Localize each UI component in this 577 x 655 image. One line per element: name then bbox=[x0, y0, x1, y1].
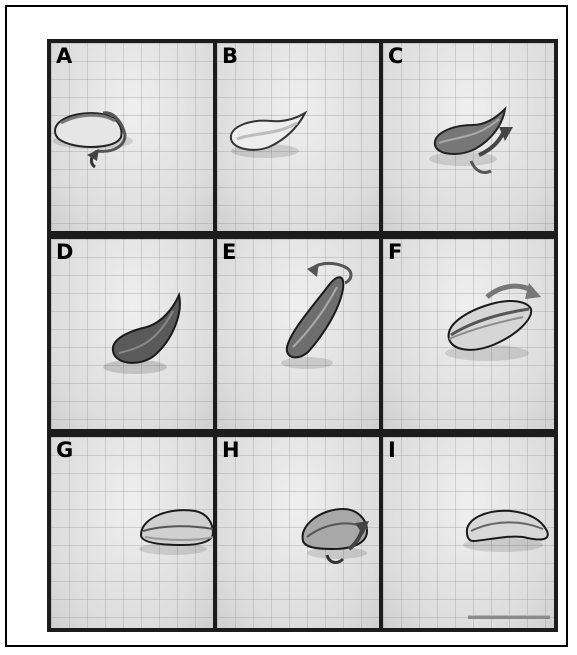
panel-c: C bbox=[383, 43, 554, 231]
panel-h-label: H bbox=[222, 440, 240, 461]
panel-a-illustration bbox=[51, 43, 213, 231]
panel-g-illustration bbox=[51, 437, 213, 628]
scale-bar bbox=[468, 615, 550, 619]
panel-g-label: G bbox=[56, 440, 73, 461]
panel-f-illustration bbox=[383, 239, 554, 429]
panel-g: G bbox=[51, 437, 213, 628]
panel-a-label: A bbox=[56, 46, 72, 67]
panel-b: B bbox=[217, 43, 379, 231]
panel-c-label: C bbox=[388, 46, 403, 67]
panel-d: D bbox=[51, 239, 213, 429]
panel-f-label: F bbox=[388, 242, 402, 263]
panel-f: F bbox=[383, 239, 554, 429]
panel-a: A bbox=[51, 43, 213, 231]
panel-d-label: D bbox=[56, 242, 73, 263]
panel-c-illustration bbox=[383, 43, 554, 231]
panel-h: H bbox=[217, 437, 379, 628]
panel-e-label: E bbox=[222, 242, 236, 263]
panel-h-illustration bbox=[217, 437, 379, 628]
panel-i-label: I bbox=[388, 440, 396, 461]
panel-e: E bbox=[217, 239, 379, 429]
panel-b-illustration bbox=[217, 43, 379, 231]
panel-d-illustration bbox=[51, 239, 213, 429]
panel-b-label: B bbox=[222, 46, 238, 67]
panel-i: I bbox=[383, 437, 554, 628]
panel-e-illustration bbox=[217, 239, 379, 429]
panel-i-illustration bbox=[383, 437, 554, 628]
